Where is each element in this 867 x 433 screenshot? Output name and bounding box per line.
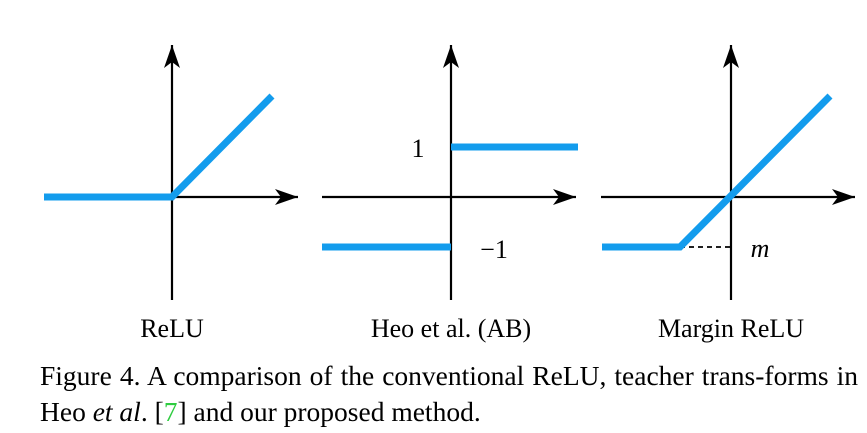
panel-relu: ReLU	[44, 45, 298, 343]
relu-curve	[44, 93, 275, 201]
margin-symbol: m	[751, 234, 770, 263]
tick-label-negative: −1	[480, 235, 508, 264]
caption-text-em: et al	[92, 396, 141, 427]
panel-heo-ab: 1 −1 Heo et al. (AB)	[322, 45, 578, 343]
panel-margin-relu: m Margin ReLU	[601, 45, 855, 343]
caption-text-c: ] and our proposed method.	[177, 396, 481, 427]
arrow-right-icon	[832, 189, 855, 205]
caption-text-b: . [	[140, 396, 164, 427]
panel-label-heo: Heo et al. (AB)	[371, 314, 531, 343]
figure-diagram: ReLU 1 −1 Heo et al. (AB) m Margin ReLU	[44, 45, 855, 343]
arrow-right-icon	[553, 189, 576, 205]
citation-link[interactable]: 7	[163, 396, 178, 427]
arrow-right-icon	[275, 189, 298, 205]
arrow-up-icon	[443, 45, 459, 68]
arrow-up-icon	[164, 45, 180, 68]
figure-caption: Figure 4. A comparison of the convention…	[40, 358, 858, 430]
panel-label-margin-relu: Margin ReLU	[658, 314, 804, 343]
caption-text-a: Figure 4. A comparison of the convention…	[40, 360, 858, 427]
arrow-up-icon	[723, 45, 739, 68]
panel-label-relu: ReLU	[140, 314, 204, 343]
tick-label-positive: 1	[412, 134, 425, 163]
margin-relu-curve	[602, 93, 833, 251]
